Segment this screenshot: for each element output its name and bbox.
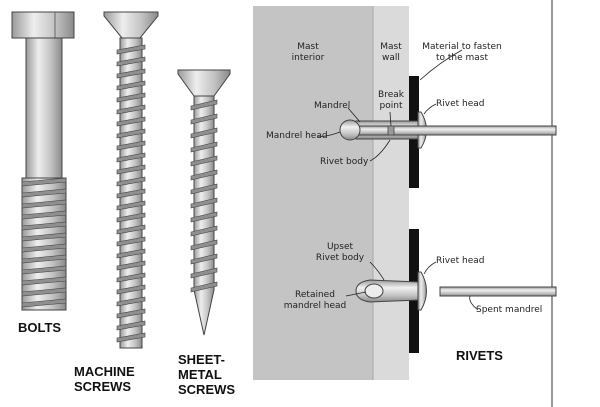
label-mast-interior-line1: Mast <box>297 42 319 52</box>
label-rivet-head-bottom: Rivet head <box>436 256 485 266</box>
label-upset-line2: Rivet body <box>315 253 365 263</box>
caption-sheet-line3: SCREWS <box>178 382 236 397</box>
rivet-top <box>339 111 557 149</box>
label-upset-rivet-body: Upset Rivet body <box>310 242 370 264</box>
caption-machine-screws: MACHINE SCREWS <box>74 364 135 394</box>
caption-sheet-metal-screws: SHEET- METAL SCREWS <box>178 352 235 397</box>
mast-wall <box>373 6 409 380</box>
label-mast-wall-line2: wall <box>382 53 400 63</box>
label-mandrel: Mandrel <box>314 101 351 111</box>
caption-sheet-line2: METAL <box>178 367 222 382</box>
caption-sheet-line1: SHEET- <box>178 352 225 367</box>
label-material-line1: Material to fasten <box>422 42 502 52</box>
label-mast-wall: Mast wall <box>374 42 408 64</box>
label-rivet-head-top: Rivet head <box>436 99 485 109</box>
caption-machine-line2: SCREWS <box>74 379 132 394</box>
label-mast-interior-line2: interior <box>291 53 325 63</box>
caption-machine-line1: MACHINE <box>74 364 135 379</box>
label-retained-mandrel-head: Retained mandrel head <box>282 290 348 312</box>
caption-rivets: RIVETS <box>456 348 503 363</box>
label-retained-line1: Retained <box>295 290 335 300</box>
label-break-point: Break point <box>374 90 408 112</box>
mast-interior <box>253 6 373 380</box>
label-material: Material to fasten to the mast <box>414 42 510 64</box>
label-rivet-body: Rivet body <box>320 157 369 167</box>
bolt-illustration <box>11 11 75 311</box>
sheet-metal-screw-illustration <box>177 69 231 336</box>
leader-lines <box>317 49 479 311</box>
machine-screw-illustration <box>103 11 159 349</box>
label-mast-wall-line1: Mast <box>380 42 402 52</box>
rivet-bottom <box>355 271 557 311</box>
label-spent-mandrel: Spent mandrel <box>476 305 543 315</box>
label-break-point-line1: Break <box>378 90 404 100</box>
label-retained-line2: mandrel head <box>283 301 347 311</box>
label-upset-line1: Upset <box>326 242 354 252</box>
label-material-line2: to the mast <box>435 53 489 63</box>
label-mast-interior: Mast interior <box>280 42 336 64</box>
caption-bolts: BOLTS <box>18 320 62 335</box>
label-mandrel-head: Mandrel head <box>266 131 328 141</box>
label-break-point-line2: point <box>379 101 403 111</box>
